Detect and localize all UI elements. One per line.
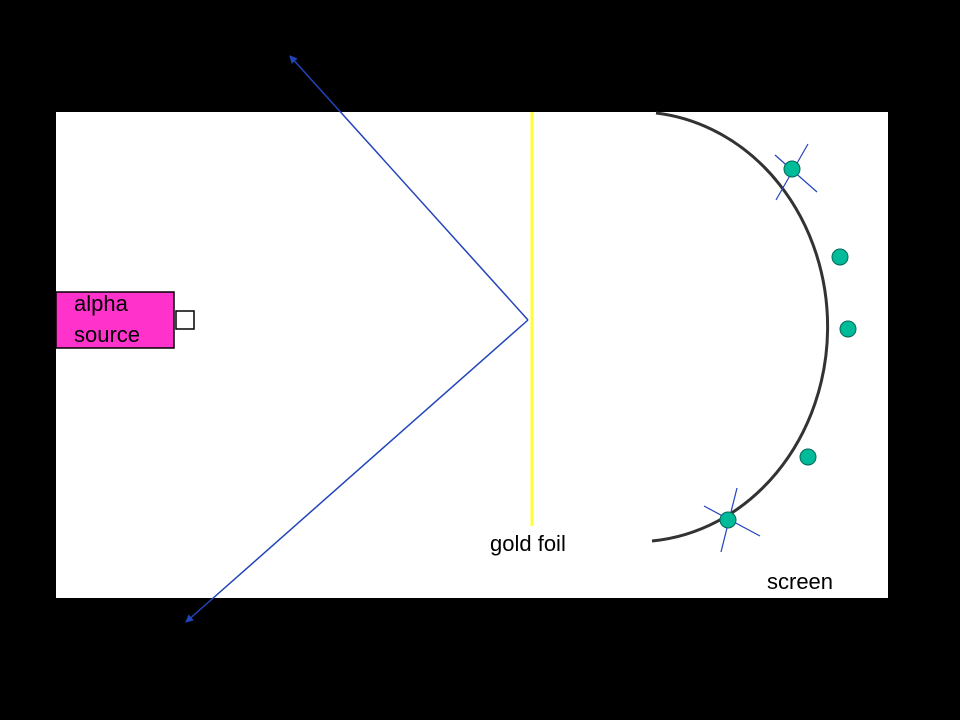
screen-label: screen (767, 569, 833, 594)
gold-foil-label: gold foil (490, 531, 566, 556)
detection-dot-5 (719, 511, 737, 529)
detection-dot-2 (831, 248, 849, 266)
alpha-path-deflected-up (289, 55, 529, 321)
alpha-source: alpha source (55, 291, 195, 349)
alpha-source-nozzle (175, 310, 195, 330)
detection-dot-4 (799, 448, 817, 466)
detector-screen (651, 111, 830, 543)
alpha-source-label-line2: source (74, 322, 140, 347)
alpha-source-label-line1: alpha (74, 291, 129, 316)
alpha-source-box (55, 291, 175, 349)
alpha-path-deflected-down (185, 319, 529, 623)
diagram-panel (56, 112, 888, 598)
detection-dot-1 (783, 160, 801, 178)
detection-dot-3 (839, 320, 857, 338)
